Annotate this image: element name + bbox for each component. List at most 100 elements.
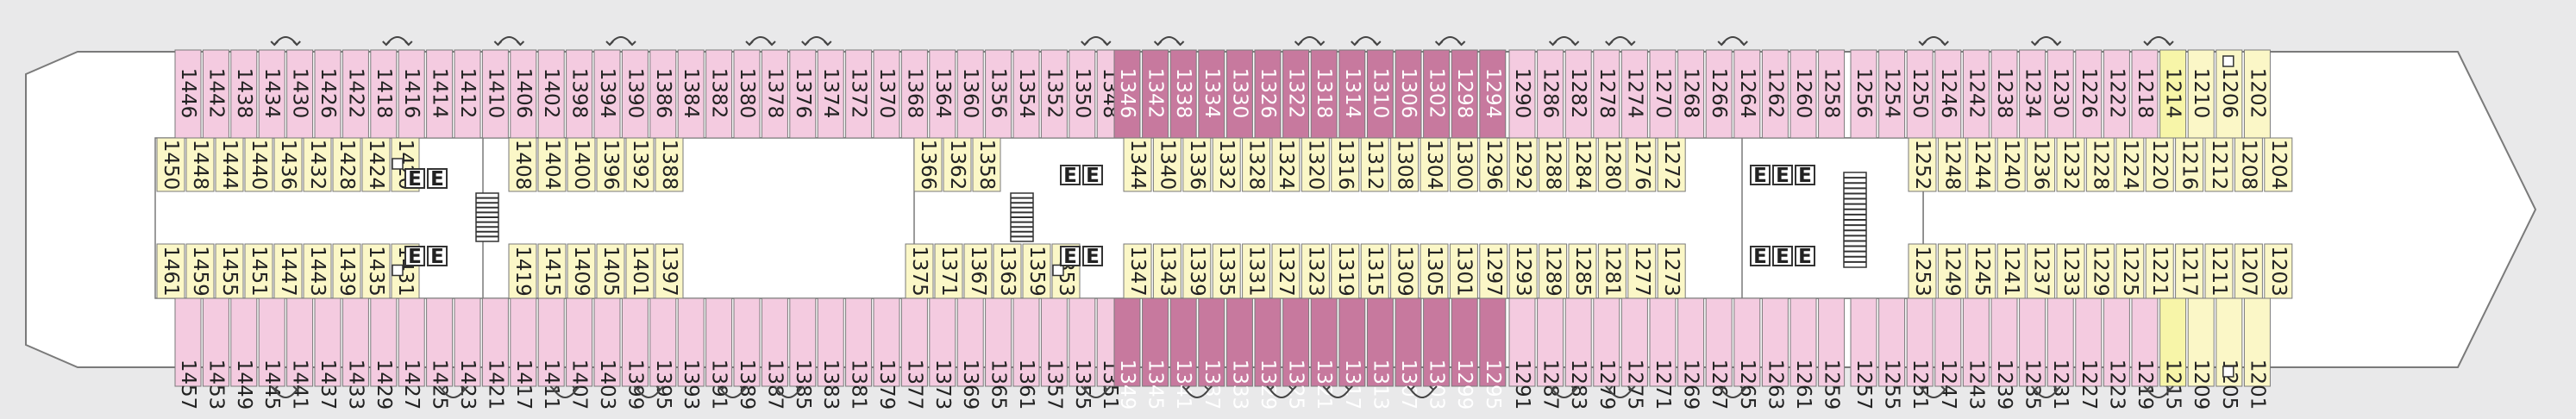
cabin-number-1227: 1227 — [2078, 360, 2100, 410]
bottom-outer-cabin-1391 — [705, 297, 733, 387]
top-inner-cabin-1216-box — [2175, 137, 2204, 192]
elevator-icon-mid-bottom-1-box — [1060, 246, 1081, 266]
top-outer-cabin-1262 — [1761, 49, 1789, 139]
cabin-number-1253: 1253 — [1911, 246, 1934, 297]
connecting-cabins-arrow-icon-1434-arc — [273, 36, 298, 46]
top-inner-cabin-1450 — [156, 137, 185, 192]
top-outer-cabin-1294-box — [1479, 49, 1507, 139]
cabin-number-1282: 1282 — [1567, 68, 1589, 119]
stairs-icon-mid — [1010, 192, 1034, 242]
cabin-number-1371: 1371 — [937, 246, 960, 297]
elevator-icon-fwd-bottom-1-box — [1750, 246, 1771, 266]
top-outer-cabin-1260-box — [1789, 49, 1817, 139]
cabin-number-1330: 1330 — [1228, 68, 1250, 119]
bottom-outer-cabin-1429-box — [370, 297, 398, 387]
top-outer-cabin-1310-box — [1366, 49, 1394, 139]
cabin-number-1301: 1301 — [1452, 246, 1475, 297]
top-outer-cabin-1306-box — [1395, 49, 1422, 139]
cabin-number-1375: 1375 — [908, 246, 931, 297]
cabin-number-1372: 1372 — [848, 68, 870, 119]
connecting-cabins-arrow-icon-1434 — [270, 36, 301, 47]
cabin-number-1439: 1439 — [335, 246, 358, 297]
bottom-inner-cabin-1455 — [215, 243, 244, 299]
top-inner-cabin-1408-box — [508, 137, 537, 192]
cabin-number-1342: 1342 — [1144, 68, 1167, 119]
bottom-outer-cabin-1239-box — [1990, 297, 2018, 387]
elevator-icon-mid-bottom-1 — [1060, 246, 1081, 266]
top-outer-cabin-1352-box — [1040, 49, 1068, 139]
elevator-icon-aft-bottom-1-label: E — [408, 246, 422, 268]
top-inner-cabin-1228 — [2085, 137, 2115, 192]
bottom-inner-cabin-1323 — [1301, 243, 1330, 299]
cabin-number-1364: 1364 — [931, 68, 954, 119]
top-inner-cabin-1316 — [1331, 137, 1360, 192]
bottom-inner-cabin-1405-box — [596, 243, 625, 299]
bottom-inner-cabin-1319 — [1331, 243, 1360, 299]
cabin-number-1292: 1292 — [1512, 140, 1534, 191]
cabin-number-1247: 1247 — [1937, 360, 1959, 410]
connecting-cabins-arrow-icon-1267 — [1717, 385, 1748, 398]
top-inner-cabin-1224-box — [2115, 137, 2145, 192]
cabin-number-1308: 1308 — [1394, 140, 1416, 191]
bottom-inner-cabin-1371 — [934, 243, 963, 299]
cabin-number-1411: 1411 — [540, 360, 562, 410]
top-inner-cabin-1276-box — [1627, 137, 1657, 192]
cabin-number-1322: 1322 — [1285, 68, 1307, 119]
bottom-inner-cabin-1419 — [508, 243, 537, 299]
bottom-outer-cabin-1449-box — [230, 297, 258, 387]
bottom-inner-cabin-1419-box — [508, 243, 537, 299]
cabin-number-1285: 1285 — [1571, 246, 1594, 297]
connecting-cabins-arrow-icon-1391-arc — [720, 389, 745, 398]
bottom-outer-cabin-1291 — [1508, 297, 1536, 387]
bottom-outer-cabin-1445-box — [258, 297, 285, 387]
bottom-inner-cabin-1363-box — [993, 243, 1022, 299]
bottom-outer-cabin-1333 — [1225, 297, 1253, 387]
connecting-cabins-arrow-icon-1266 — [1717, 36, 1748, 47]
connecting-cabins-arrow-icon-1394 — [605, 36, 636, 47]
cabin-number-1273: 1273 — [1660, 246, 1683, 297]
bottom-outer-cabin-1383-box — [817, 297, 844, 387]
top-outer-cabin-1278 — [1593, 49, 1620, 139]
elevator-icon-aft-bottom-1 — [404, 246, 425, 266]
top-outer-cabin-1416-box — [398, 49, 425, 139]
cabin-number-1243: 1243 — [1965, 360, 1987, 410]
elevator-icon-mid-top-2-label: E — [1086, 165, 1100, 187]
top-outer-cabin-1418 — [370, 49, 398, 139]
top-inner-cabin-1292-box — [1508, 137, 1538, 192]
bottom-inner-cabin-1237-box — [2027, 243, 2056, 299]
elevator-icon-aft-top-1 — [404, 168, 425, 189]
bottom-inner-cabin-1285-box — [1568, 243, 1597, 299]
connecting-cabins-arrow-icon-1394-head-r — [628, 41, 636, 47]
bottom-inner-cabin-1253 — [1908, 243, 1937, 299]
cabin-number-1429: 1429 — [373, 360, 395, 410]
connecting-cabins-arrow-icon-1307 — [1407, 385, 1438, 398]
top-outer-cabin-1412 — [454, 49, 481, 139]
cabin-number-1459: 1459 — [189, 246, 211, 297]
cabin-number-1404: 1404 — [541, 140, 563, 191]
cabin-number-1252: 1252 — [1911, 140, 1934, 191]
bottom-outer-cabin-1429 — [370, 297, 398, 387]
bottom-outer-cabin-1357-box — [1040, 297, 1068, 387]
top-inner-cabin-1296-box — [1479, 137, 1508, 192]
top-outer-cabin-1230 — [2046, 49, 2074, 139]
bottom-inner-cabin-1397-box — [655, 243, 684, 299]
cabin-number-1219: 1219 — [2134, 360, 2156, 410]
elevator-icon-fwd-top-2-box — [1772, 165, 1793, 185]
connecting-cabins-arrow-icon-1376 — [801, 36, 832, 47]
bottom-inner-cabin-1409 — [567, 243, 596, 299]
cabin-number-1422: 1422 — [344, 68, 367, 119]
top-outer-cabin-1264-box — [1733, 49, 1761, 139]
bottom-outer-cabin-1389-box — [733, 297, 761, 387]
cabin-number-1437: 1437 — [317, 360, 339, 410]
bottom-inner-cabin-1375-box — [905, 243, 934, 299]
top-outer-cabin-1266 — [1705, 49, 1733, 139]
bottom-inner-cabin-1281-box — [1597, 243, 1626, 299]
cabin-number-1211: 1211 — [2208, 246, 2230, 297]
bottom-inner-cabin-1207-box — [2234, 243, 2263, 299]
connecting-cabins-arrow-icon-1234-arc — [2034, 36, 2059, 46]
top-outer-cabin-1346-box — [1113, 49, 1141, 139]
cabin-number-1361: 1361 — [1015, 360, 1037, 410]
cabin-number-1249: 1249 — [1940, 246, 1963, 297]
bottom-inner-cabin-1461-box — [156, 243, 185, 299]
top-outer-cabin-1410-box — [481, 49, 509, 139]
